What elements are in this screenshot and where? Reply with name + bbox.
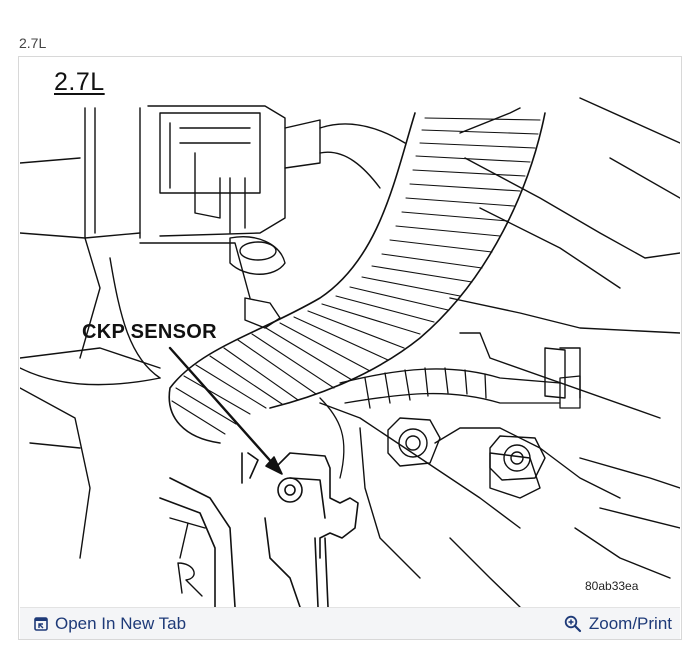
corrugated-hose xyxy=(168,112,546,444)
diagram-title: 2.7L xyxy=(54,68,105,96)
magnifier-plus-icon xyxy=(564,615,581,633)
open-in-new-tab-label: Open In New Tab xyxy=(55,614,187,633)
open-new-tab-icon xyxy=(34,617,48,631)
figure-caption: 2.7L xyxy=(19,35,47,51)
figure-frame: 2.7L CKP SENSOR 80ab33ea Open In New Tab… xyxy=(18,56,682,640)
zoom-print-link[interactable]: Zoom/Print xyxy=(564,614,672,634)
figure-toolbar: Open In New Tab Zoom/Print xyxy=(20,607,680,639)
zoom-print-label: Zoom/Print xyxy=(588,614,672,633)
embossed-letters xyxy=(169,517,206,597)
engine-block-lines xyxy=(20,97,680,607)
ckp-sensor-label: CKP SENSOR xyxy=(82,321,217,343)
ckp-sensor-shape xyxy=(159,452,359,607)
figure-code: 80ab33ea xyxy=(585,579,639,593)
wire-harness xyxy=(319,367,581,479)
engine-line-drawing[interactable] xyxy=(20,58,680,607)
open-in-new-tab-link[interactable]: Open In New Tab xyxy=(34,614,186,634)
pointer-arrow xyxy=(168,346,283,475)
